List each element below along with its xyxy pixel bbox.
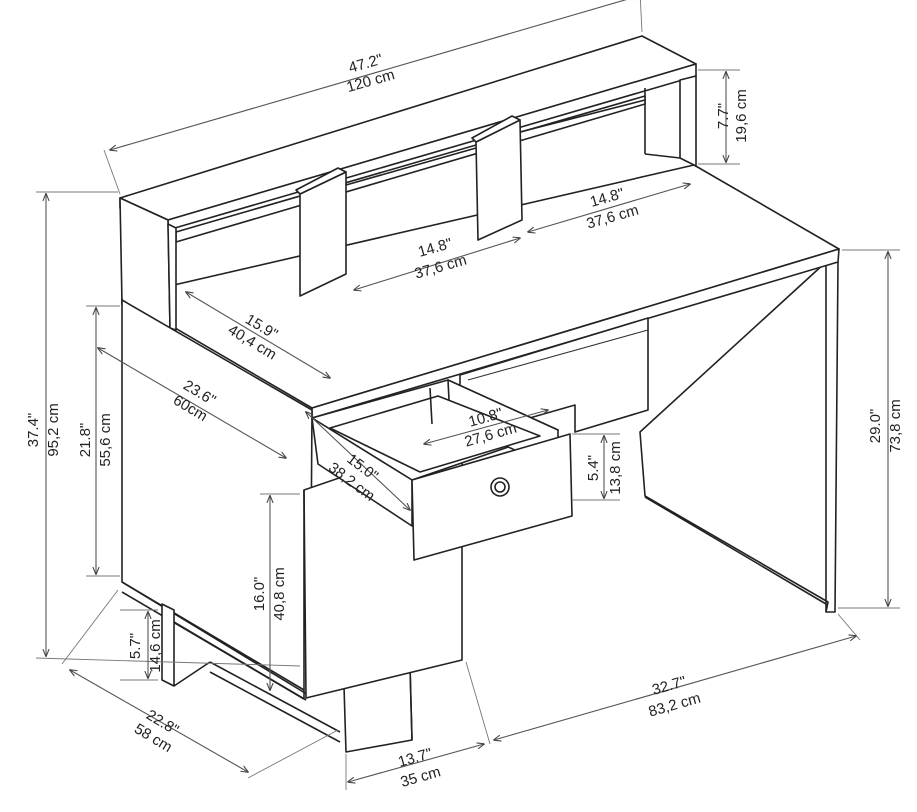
hutch-height-metric: 19,6 cm [733,89,750,142]
desk-height-imperial: 29.0" [867,409,884,444]
drawer-height-imperial: 5.4" [585,455,602,481]
desk-height-metric: 73,8 cm [887,399,904,452]
hutch-height-imperial: 7.7" [715,103,732,129]
bottom-shelf-height-imperial: 5.7" [127,633,144,659]
dimension-lines [35,0,900,790]
right-leg-panel [639,261,839,613]
desk-drawing [119,35,840,753]
total-height-imperial: 37.4" [25,413,42,448]
drawer-height-metric: 13,8 cm [607,441,624,494]
bottom-shelf-height-metric: 14,6 cm [147,619,164,672]
drawer-front [411,433,573,561]
door-height-metric: 40,8 cm [271,567,288,620]
door-height-imperial: 16.0" [251,577,268,612]
total-height-metric: 95,2 cm [45,403,62,456]
side-cabinet-height-imperial: 21.8" [77,423,94,458]
bottom-shelf [161,603,341,743]
side-cabinet-height-metric: 55,6 cm [97,413,114,466]
